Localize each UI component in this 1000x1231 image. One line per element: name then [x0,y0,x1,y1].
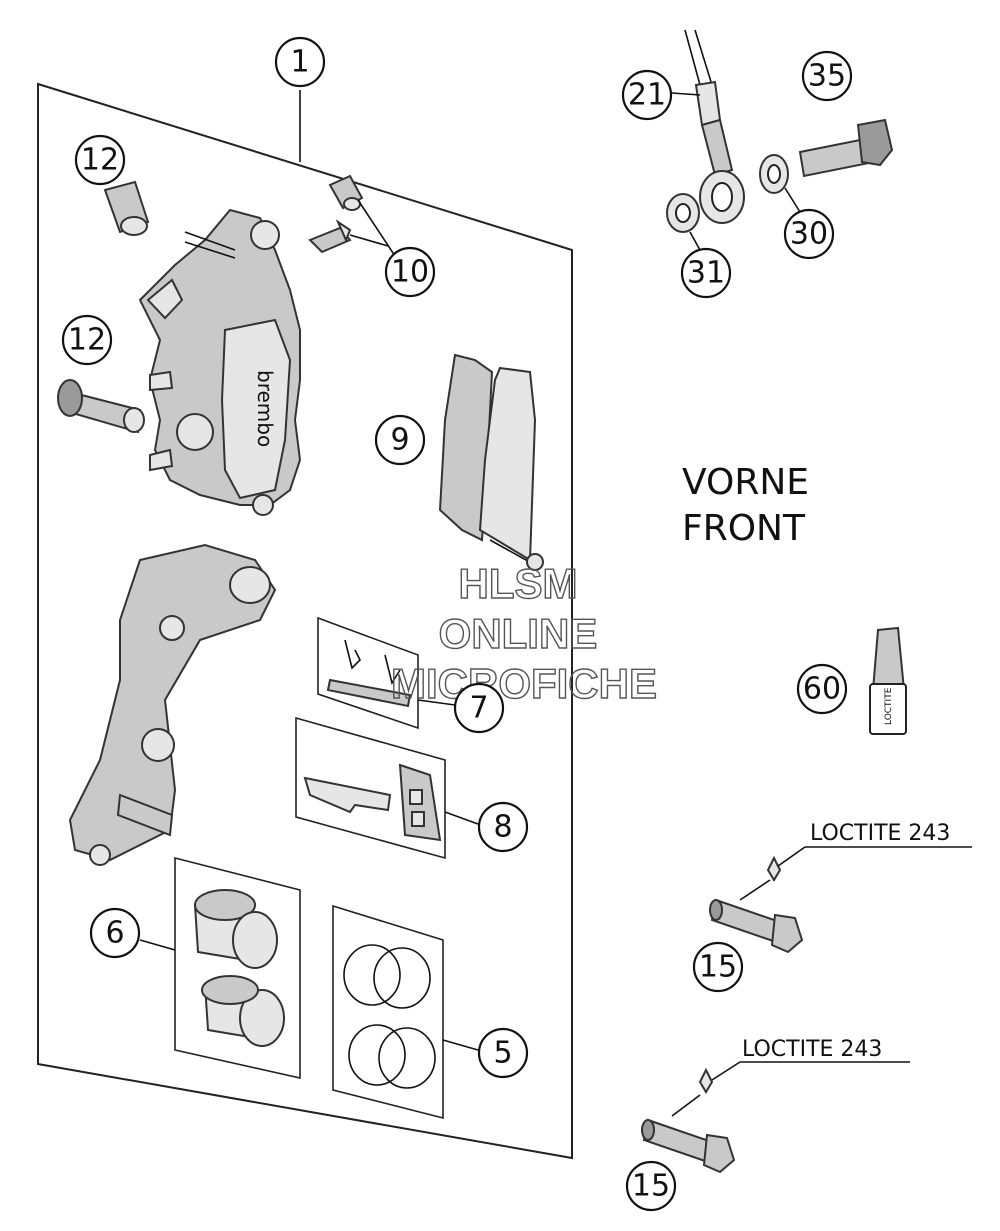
callout-15-lower: 15 [625,1160,677,1212]
label-vorne: VORNE [682,462,809,503]
callout-8: 8 [477,801,529,853]
svg-text:31: 31 [687,256,725,291]
svg-text:60: 60 [803,672,841,707]
leader-21 [671,92,701,96]
leader-7 [417,699,456,706]
svg-text:6: 6 [105,916,124,951]
watermark-line2: ONLINE [439,610,598,657]
bleed-screw-part-10 [308,174,364,254]
leader-loctite-b [711,1061,741,1081]
label-loctite-b: LOCTITE 243 [742,1037,882,1062]
callout-5: 5 [477,1027,529,1079]
callout-1: 1 [274,36,326,88]
leader-31 [689,231,701,251]
callout-9: 9 [374,414,426,466]
tube-label: LOCTITE [884,687,894,725]
svg-text:12: 12 [81,143,119,178]
pin-part-12-lower [57,379,145,434]
watermark-line3: MICROFICHE [391,660,657,707]
bolt-part-15-lower [641,1067,736,1174]
watermark: HLSM ONLINE MICROFICHE [390,559,657,707]
callout-12-upper: 12 [74,134,126,186]
leader-30 [784,187,801,213]
callout-31: 31 [680,247,732,299]
svg-text:12: 12 [68,323,106,358]
brake-pads-part-9 [438,353,544,571]
callout-12-lower: 12 [61,314,113,366]
svg-text:9: 9 [390,423,409,458]
box-part-5 [332,904,444,1120]
callout-60: 60 [796,663,848,715]
bushing-part-12-upper [103,180,150,236]
caliper-brand-text: brembo [253,370,277,447]
spring-part-8 [303,763,442,842]
svg-text:8: 8 [493,810,512,845]
svg-text:1: 1 [290,45,309,80]
banjo-bolt-part-35 [798,118,894,178]
svg-text:21: 21 [628,78,666,113]
label-loctite-a: LOCTITE 243 [810,821,950,846]
pistons-part-6 [193,889,285,1047]
svg-text:30: 30 [790,217,828,252]
callout-15-upper: 15 [692,941,744,993]
label-front: FRONT [682,508,806,549]
leader-15a [739,879,771,901]
callout-7: 7 [453,682,505,734]
svg-text:15: 15 [632,1169,670,1204]
brake-caliper: brembo [138,208,302,516]
callout-30: 30 [783,208,835,260]
callout-6: 6 [89,907,141,959]
pin-spring-part-7 [326,639,412,708]
leader-6 [139,939,176,951]
leader-8 [444,811,479,825]
brake-line-part-21 [684,29,745,224]
callout-10: 10 [384,246,436,298]
leader-10b [357,199,396,257]
watermark-line1: HLSM [459,560,578,607]
leader-10a [349,234,389,247]
svg-text:35: 35 [808,59,846,94]
seals-part-5 [343,944,436,1089]
leader-15b [671,1094,701,1117]
callout-21: 21 [621,69,673,121]
svg-text:10: 10 [391,255,429,290]
leader-loctite-a [777,846,806,867]
loctite-tube-part-60: LOCTITE [869,626,907,735]
callout-35: 35 [801,50,853,102]
svg-text:7: 7 [469,691,488,726]
svg-text:5: 5 [493,1036,512,1071]
bolt-part-15-upper [709,855,804,954]
svg-text:15: 15 [699,950,737,985]
leader-5 [442,1039,479,1051]
caliper-bracket [68,543,277,866]
